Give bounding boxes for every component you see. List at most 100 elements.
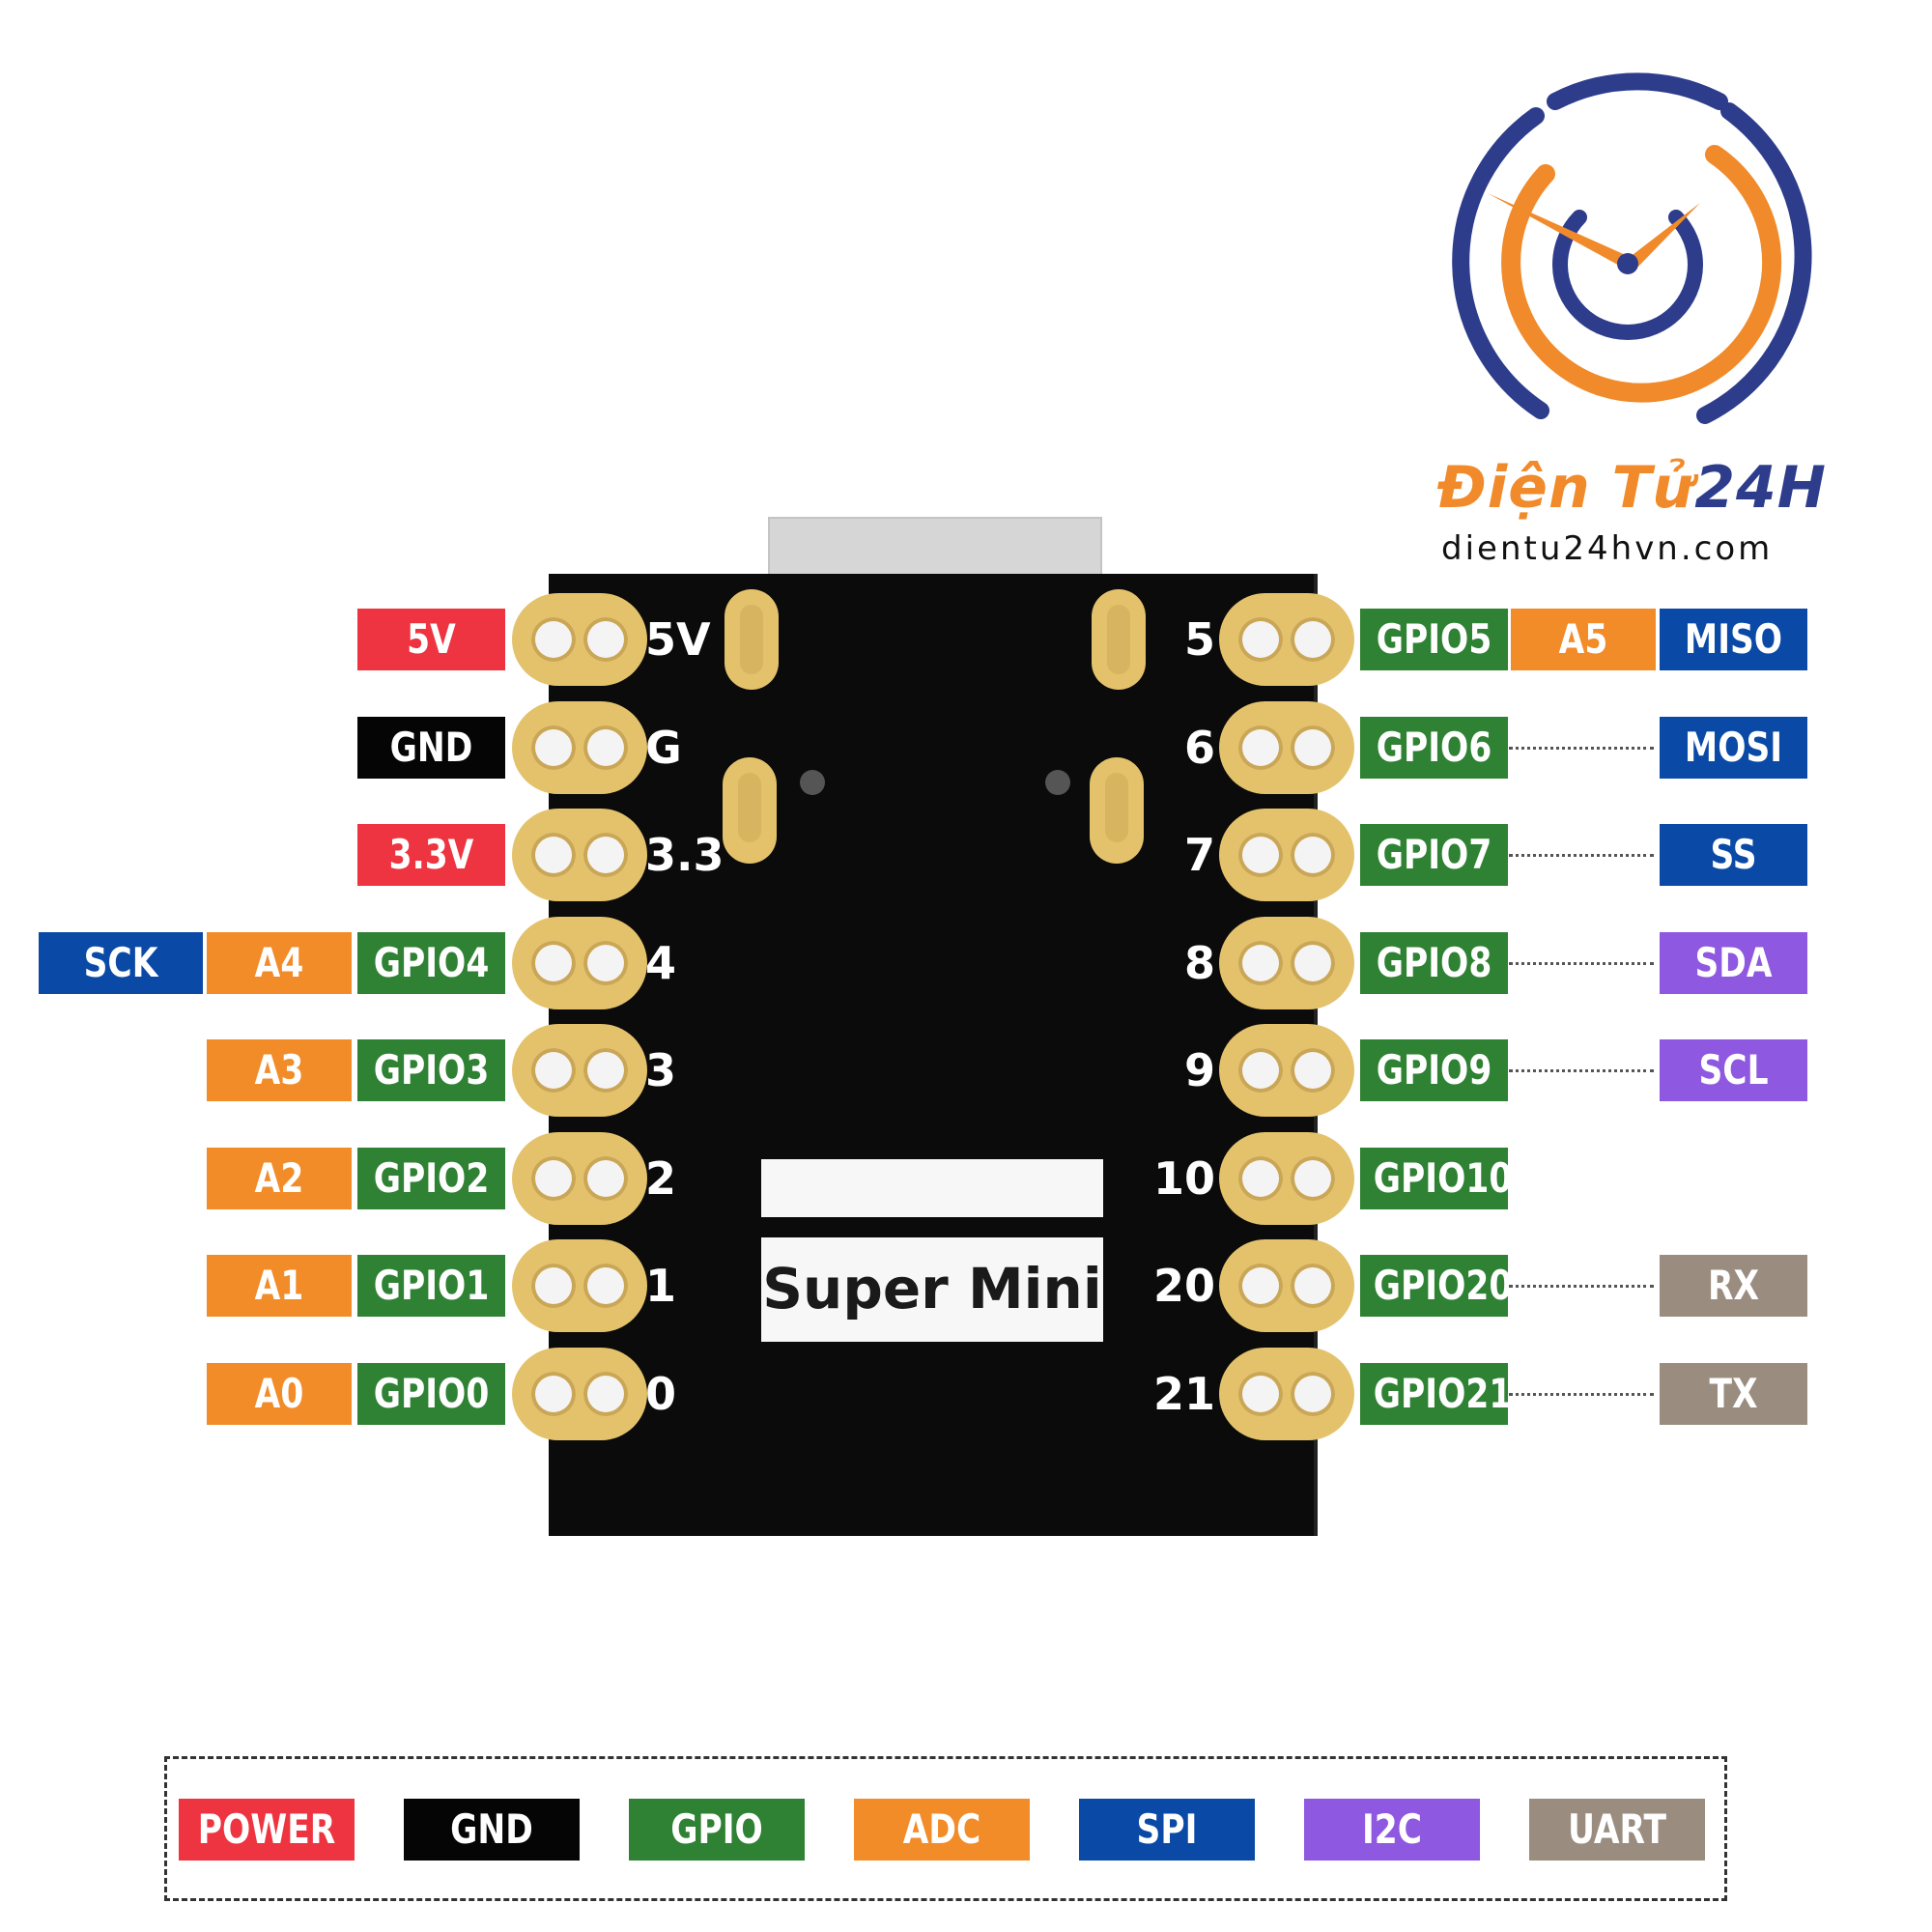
header-pad bbox=[1219, 1024, 1354, 1117]
pin-hole bbox=[1238, 1371, 1283, 1416]
label-gpio-box: GPIO20 bbox=[1360, 1255, 1513, 1317]
label-gnd: GND bbox=[389, 723, 473, 771]
pin-hole bbox=[1291, 1155, 1335, 1201]
pin-number: 21 bbox=[1152, 1367, 1215, 1420]
leader-line bbox=[1509, 1392, 1654, 1396]
pin-number: 20 bbox=[1152, 1260, 1215, 1312]
label-gpio-box: GPIO5 bbox=[1360, 609, 1508, 670]
label-spi-box: MOSI bbox=[1660, 716, 1807, 779]
logo-outer-arc-right bbox=[1696, 102, 1812, 424]
label-gpio: GPIO4 bbox=[373, 938, 490, 986]
label-adc-box: A4 bbox=[207, 931, 352, 994]
logo-clock-center bbox=[1617, 253, 1638, 274]
header-pad bbox=[1219, 700, 1354, 794]
leader-line bbox=[1509, 961, 1654, 965]
header-pad bbox=[512, 809, 647, 901]
label-gpio-box: GPIO8 bbox=[1360, 931, 1508, 994]
pin-hole bbox=[1238, 617, 1283, 662]
header-pad bbox=[1219, 1239, 1354, 1332]
pin-hole bbox=[583, 617, 628, 662]
logo-middle-arc bbox=[1501, 145, 1782, 403]
label-gpio: GPIO6 bbox=[1376, 723, 1492, 771]
label-gpio: GPIO20 bbox=[1373, 1262, 1513, 1309]
pin-hole bbox=[583, 1155, 628, 1201]
leader-line bbox=[1509, 854, 1654, 857]
label-spi: SCK bbox=[83, 938, 158, 986]
pin-number: 7 bbox=[1183, 829, 1215, 881]
board-label-strip bbox=[761, 1159, 1103, 1217]
header-pad bbox=[512, 1347, 647, 1440]
label-gpio: GPIO9 bbox=[1376, 1046, 1492, 1094]
pin-hole bbox=[1291, 940, 1335, 985]
header-pad bbox=[1219, 1347, 1354, 1440]
label-gpio: GPIO1 bbox=[373, 1262, 490, 1309]
brand-logo-icon bbox=[1452, 72, 1812, 424]
pin-hole bbox=[583, 1371, 628, 1416]
pin-hole bbox=[531, 724, 576, 770]
label-adc: A5 bbox=[1558, 615, 1608, 663]
header-pad bbox=[512, 1024, 647, 1117]
label-i2c-box: SDA bbox=[1660, 931, 1807, 994]
legend-item-power-box: POWER bbox=[179, 1799, 355, 1861]
label-adc-box: A2 bbox=[207, 1147, 352, 1209]
mounting-slot bbox=[1092, 589, 1146, 690]
label-adc: A1 bbox=[254, 1262, 304, 1309]
label-adc: A3 bbox=[254, 1046, 304, 1094]
legend-item-power: POWER bbox=[197, 1805, 336, 1853]
label-gpio: GPIO5 bbox=[1376, 615, 1492, 663]
pin-number: 2 bbox=[645, 1151, 677, 1205]
label-uart-box: TX bbox=[1660, 1362, 1807, 1425]
mounting-slot bbox=[724, 589, 779, 690]
label-gpio-box: GPIO0 bbox=[357, 1362, 505, 1425]
header-pad bbox=[1219, 1131, 1354, 1225]
label-i2c: SDA bbox=[1694, 938, 1773, 986]
legend-item-spi: SPI bbox=[1136, 1805, 1198, 1853]
label-gpio: GPIO7 bbox=[1376, 831, 1492, 878]
pin-hole bbox=[1291, 724, 1335, 770]
label-i2c-box: SCL bbox=[1660, 1039, 1807, 1101]
pin-number: 3 bbox=[645, 1044, 677, 1096]
pin-number: 3.3 bbox=[645, 829, 724, 881]
brand-website: dientu24hvn.com bbox=[1441, 529, 1774, 568]
label-gpio: GPIO0 bbox=[373, 1369, 490, 1417]
pin-number: 5 bbox=[1183, 613, 1215, 666]
label-gpio-box: GPIO2 bbox=[357, 1147, 505, 1209]
pin-hole bbox=[583, 1264, 628, 1308]
label-adc-box: A5 bbox=[1511, 609, 1656, 670]
label-power: 5V bbox=[407, 615, 456, 663]
label-uart: RX bbox=[1707, 1262, 1760, 1309]
label-power: 3.3V bbox=[388, 831, 474, 878]
pin-hole bbox=[1291, 1264, 1335, 1308]
pin-hole bbox=[531, 1264, 576, 1308]
pin-hole bbox=[583, 833, 628, 877]
label-uart: TX bbox=[1709, 1369, 1758, 1417]
leader-line bbox=[1509, 746, 1654, 750]
logo-clock-hand-short bbox=[1625, 203, 1700, 270]
brand-name: Điện Tử24H bbox=[1437, 454, 1827, 522]
logo-clock-hand-long bbox=[1488, 193, 1628, 268]
pin-hole bbox=[1238, 940, 1283, 985]
label-gpio-box: GPIO3 bbox=[357, 1039, 505, 1101]
legend-item-i2c: I2C bbox=[1361, 1805, 1423, 1853]
label-gnd-box: GND bbox=[357, 716, 505, 779]
legend-item-uart: UART bbox=[1567, 1805, 1667, 1853]
label-adc-box: A3 bbox=[207, 1039, 352, 1101]
legend-item-gnd: GND bbox=[450, 1805, 533, 1853]
mounting-slot bbox=[723, 757, 777, 864]
label-spi-box: SCK bbox=[39, 931, 203, 994]
pin-number: 5V bbox=[645, 613, 711, 666]
label-gpio-box: GPIO1 bbox=[357, 1255, 505, 1317]
legend-item-uart-box: UART bbox=[1529, 1799, 1705, 1861]
mounting-slot bbox=[1090, 757, 1144, 864]
label-gpio: GPIO8 bbox=[1376, 938, 1492, 986]
pin-hole bbox=[1291, 833, 1335, 877]
label-spi-box: SS bbox=[1660, 824, 1807, 886]
pin-number: 9 bbox=[1183, 1044, 1215, 1096]
board-label-box bbox=[761, 1237, 1103, 1342]
pin-hole bbox=[1291, 1371, 1335, 1416]
pin-hole bbox=[1291, 617, 1335, 662]
pin-hole bbox=[1238, 724, 1283, 770]
pin-number: 6 bbox=[1183, 721, 1215, 774]
header-pad bbox=[1219, 809, 1354, 901]
